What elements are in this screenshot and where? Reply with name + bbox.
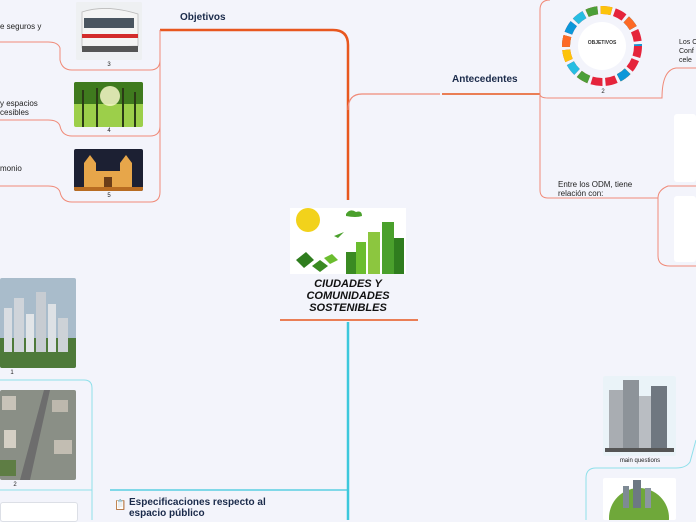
sustainable-city-image bbox=[290, 208, 406, 274]
note-icon: 📋 bbox=[114, 500, 127, 511]
objective-item-text: monio bbox=[0, 164, 22, 173]
city-skyline-image[interactable] bbox=[0, 278, 76, 368]
sdg-wheel-image[interactable]: OBJETIVOS bbox=[560, 4, 644, 88]
image-caption: 2 bbox=[13, 482, 17, 488]
odm-card[interactable] bbox=[674, 114, 696, 182]
train-image[interactable] bbox=[76, 2, 142, 60]
central-title-line: CIUDADES Y bbox=[314, 278, 382, 290]
objective-item-text: y espacios cesibles bbox=[0, 99, 38, 117]
central-title-line: COMUNIDADES bbox=[306, 290, 390, 302]
image-caption: 5 bbox=[107, 193, 111, 199]
objective-item-text: e seguros y bbox=[0, 22, 42, 31]
park-image[interactable] bbox=[74, 82, 143, 127]
especificaciones-topic[interactable]: Especificaciones respecto al espacio púb… bbox=[129, 497, 266, 519]
central-title-line: SOSTENIBLES bbox=[309, 302, 387, 314]
central-topic[interactable]: CIUDADES Y COMUNIDADES SOSTENIBLES bbox=[280, 206, 416, 314]
image-caption: 3 bbox=[107, 62, 111, 68]
antecedent-text: Los O Conf cele bbox=[679, 39, 696, 64]
green-city-globe-image[interactable] bbox=[603, 478, 676, 520]
image-caption: 1 bbox=[10, 370, 14, 376]
odm-text[interactable]: Entre los ODM, tiene relación con: bbox=[558, 180, 633, 198]
image-caption: 4 bbox=[107, 128, 111, 134]
image-caption: main questions bbox=[619, 458, 661, 464]
objetivos-topic[interactable]: Objetivos bbox=[180, 12, 226, 23]
heritage-image[interactable] bbox=[74, 149, 143, 191]
main-questions-image[interactable] bbox=[603, 376, 676, 456]
sdg-logo-text: OBJETIVOS bbox=[587, 40, 617, 46]
city-aerial-image[interactable] bbox=[0, 390, 76, 480]
odm-card[interactable] bbox=[674, 196, 696, 262]
bottom-card[interactable] bbox=[0, 502, 78, 522]
image-caption: 2 bbox=[601, 89, 605, 95]
antecedentes-topic[interactable]: Antecedentes bbox=[452, 74, 518, 85]
